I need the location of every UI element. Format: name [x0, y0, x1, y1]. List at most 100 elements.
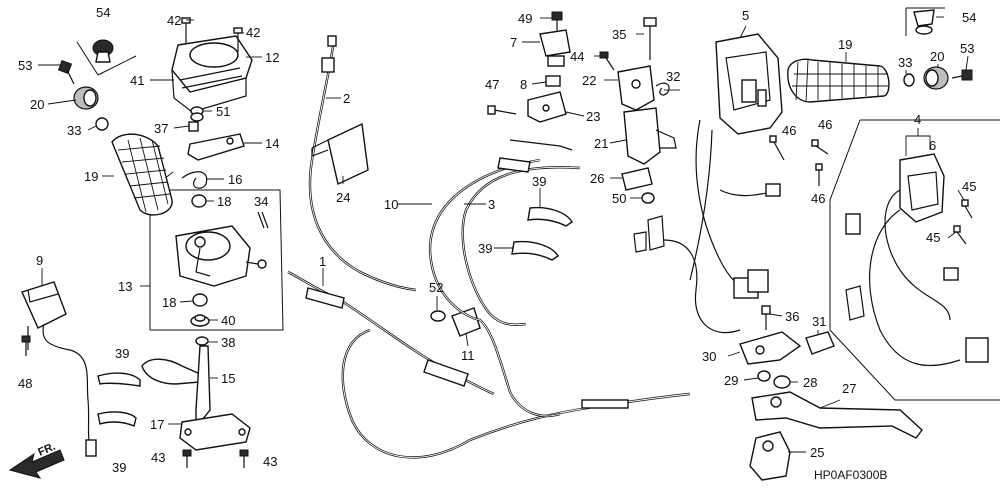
clip-52: [430, 310, 446, 322]
callout-46: 46: [818, 117, 832, 132]
callout-28: 28: [803, 375, 817, 390]
bracket-37: [188, 121, 199, 132]
throttle-housing: [175, 225, 267, 287]
callout-29: 29: [724, 373, 738, 388]
callout-13: 13: [118, 279, 132, 294]
callout-20: 20: [930, 49, 944, 64]
cap-18-top: [191, 194, 207, 208]
callout-26: 26: [590, 171, 604, 186]
spring-16: [181, 171, 208, 189]
band-39-center-top: [527, 206, 573, 227]
callout-43: 43: [263, 454, 277, 469]
screw-48: [21, 335, 31, 356]
bracket-23: [527, 91, 567, 123]
callout-39: 39: [115, 346, 129, 361]
callout-24: 24: [336, 190, 350, 205]
collar-54-right: [913, 9, 935, 35]
bracket-30: [739, 331, 802, 365]
holder-22: [617, 65, 655, 111]
callout-19: 19: [84, 169, 98, 184]
throttle-lever-14: [187, 133, 245, 161]
cap-28: [773, 375, 791, 389]
pad-24: [311, 122, 369, 186]
callout-49: 49: [518, 11, 532, 26]
switch-housing-5: [715, 33, 783, 135]
callout-32: 32: [666, 69, 680, 84]
callout-7: 7: [510, 35, 517, 50]
screw-45-a: [961, 199, 973, 219]
collar-54-left: [92, 39, 114, 63]
collar-38: [195, 336, 209, 346]
callout-39: 39: [478, 241, 492, 256]
nut-50: [641, 192, 655, 204]
screw-46-b: [811, 139, 829, 155]
weight-20-right: [923, 66, 949, 90]
callout-45: 45: [926, 230, 940, 245]
callout-36: 36: [785, 309, 799, 324]
bolt-29: [757, 370, 771, 382]
plate-26: [621, 167, 653, 191]
callout-35: 35: [612, 27, 626, 42]
callout-14: 14: [265, 136, 279, 151]
callout-22: 22: [582, 73, 596, 88]
switch-31: [805, 331, 835, 355]
callout-39: 39: [112, 460, 126, 475]
bolt-43-left: [182, 449, 192, 468]
callout-43: 43: [151, 450, 165, 465]
callout-16: 16: [228, 172, 242, 187]
callout-45: 45: [962, 179, 976, 194]
callout-12: 12: [265, 50, 279, 65]
bolt-53-left: [57, 59, 75, 85]
callout-21: 21: [594, 136, 608, 151]
grip-19-right: [787, 58, 890, 103]
harness-center: [633, 119, 781, 334]
callout-48: 48: [18, 376, 32, 391]
callout-46: 46: [782, 123, 796, 138]
callout-11: 11: [461, 348, 475, 363]
callout-46: 46: [811, 191, 825, 206]
callout-42: 42: [246, 25, 260, 40]
callout-9: 9: [36, 253, 43, 268]
nut-33-left: [95, 117, 109, 131]
band-39-center-bottom: [511, 240, 559, 261]
diagram-code: HP0AF0300B: [814, 468, 887, 482]
callout-53: 53: [960, 41, 974, 56]
callout-23: 23: [586, 109, 600, 124]
callout-25: 25: [810, 445, 824, 460]
callout-6: 6: [929, 138, 936, 153]
callout-10: 10: [384, 197, 398, 212]
lever-15: [141, 345, 211, 421]
callout-4: 4: [914, 112, 921, 127]
callout-20: 20: [30, 97, 44, 112]
band-39-lower-left: [97, 411, 137, 427]
callout-31: 31: [812, 314, 826, 329]
callout-8: 8: [520, 77, 527, 92]
cable-3: [461, 139, 581, 326]
switch-6-detail: [845, 153, 989, 367]
detail-corner-left: [76, 41, 99, 76]
cap-18-bottom: [192, 293, 208, 307]
callout-1: 1: [319, 254, 326, 269]
callout-41: 41: [130, 73, 144, 88]
callout-51: 51: [216, 104, 230, 119]
callout-50: 50: [612, 191, 626, 206]
callout-18: 18: [162, 295, 176, 310]
screw-44: [599, 51, 615, 71]
callout-37: 37: [154, 121, 168, 136]
switch-detail-frame: [829, 119, 1000, 401]
switch-7: [539, 29, 571, 67]
callout-19: 19: [838, 37, 852, 52]
callout-52: 52: [429, 280, 443, 295]
holder-11: [451, 307, 481, 337]
callout-27: 27: [842, 381, 856, 396]
band-39-upper-left: [97, 372, 141, 387]
spring-32: [655, 82, 670, 96]
callout-42: 42: [167, 13, 181, 28]
callout-15: 15: [221, 371, 235, 386]
seal-40: [190, 314, 210, 327]
callout-33: 33: [67, 123, 81, 138]
weight-20-left: [73, 86, 99, 110]
bolt-35: [643, 17, 657, 60]
callout-18: 18: [217, 194, 231, 209]
